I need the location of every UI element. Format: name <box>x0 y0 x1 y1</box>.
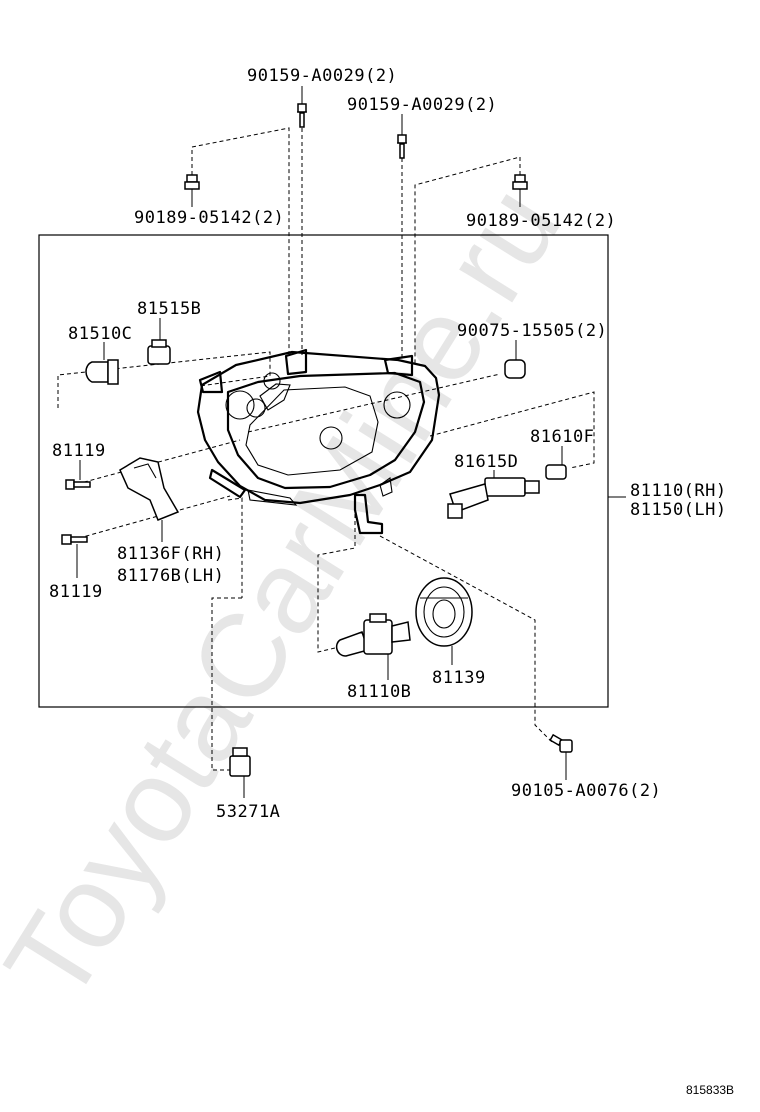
screw-top-left <box>297 86 307 128</box>
label-bracket-lh: 81176B(LH) <box>117 566 224 586</box>
label-bracket-rh: 81136F(RH) <box>117 544 224 564</box>
headlamp-housing <box>196 348 441 535</box>
screw-top-right <box>397 114 407 159</box>
connector-53271a <box>229 747 251 798</box>
bulb-81510c <box>85 342 119 385</box>
label-screw-81119-lower: 81119 <box>49 582 103 602</box>
cover-81139 <box>415 577 473 665</box>
cap-90075 <box>504 340 526 379</box>
label-screw-top-right: 90159-A0029(2) <box>347 95 497 115</box>
label-assembly-lh: 81150(LH) <box>630 500 727 520</box>
label-bulb-81610f: 81610F <box>530 427 594 447</box>
assembly-frame <box>38 234 609 708</box>
label-socket-81615d: 81615D <box>454 452 518 472</box>
bulb-81110b <box>335 613 411 680</box>
label-clip-right: 90189-05142(2) <box>466 211 616 231</box>
socket-81615d <box>447 470 540 519</box>
diagram-code: 815833B <box>686 1083 734 1097</box>
socket-81515b <box>147 318 171 365</box>
clip-left <box>184 174 200 207</box>
label-bulb-81510c: 81510C <box>68 324 132 344</box>
label-screw-81119-upper: 81119 <box>52 441 106 461</box>
label-cover-81139: 81139 <box>432 668 486 688</box>
label-cap-90075: 90075-15505(2) <box>457 321 607 341</box>
bracket-81136f <box>119 457 180 542</box>
clip-right <box>512 174 528 207</box>
bulb-81610f <box>545 446 567 480</box>
screw-81119-upper <box>65 460 91 490</box>
label-bulb-81110b: 81110B <box>347 682 411 702</box>
label-screw-top-left: 90159-A0029(2) <box>247 66 397 86</box>
bolt-90105 <box>549 733 573 780</box>
label-socket-81515b: 81515B <box>137 299 201 319</box>
label-bolt-90105: 90105-A0076(2) <box>511 781 661 801</box>
screw-81119-lower <box>61 534 88 578</box>
label-clip-left: 90189-05142(2) <box>134 208 284 228</box>
label-assembly-rh: 81110(RH) <box>630 481 727 501</box>
label-connector-53271a: 53271A <box>216 802 280 822</box>
